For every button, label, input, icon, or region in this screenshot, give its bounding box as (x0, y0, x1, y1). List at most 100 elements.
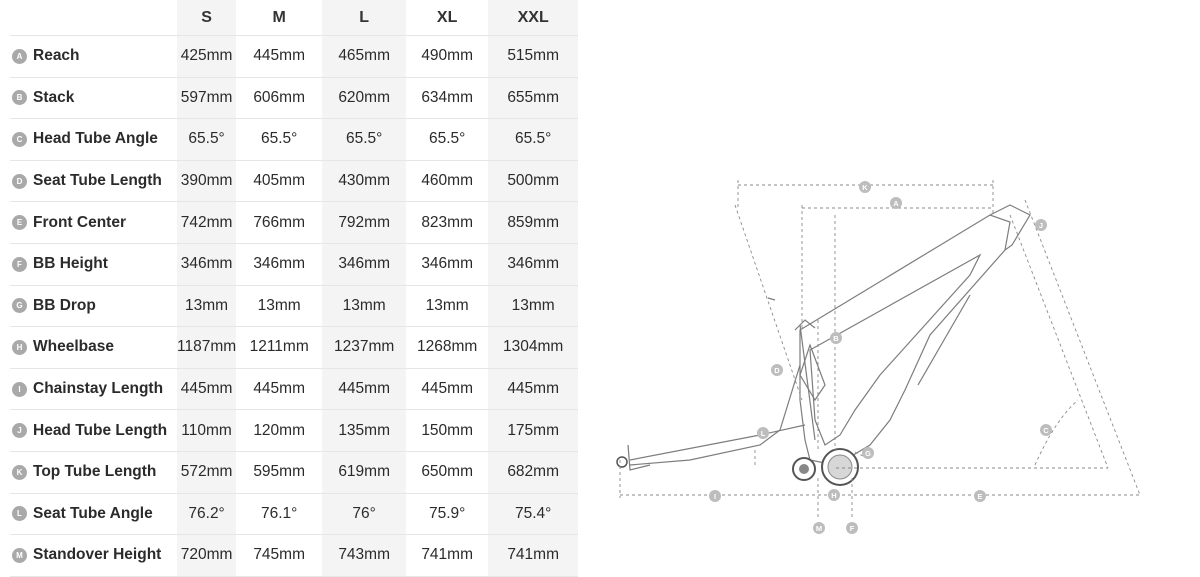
value-cell-xl: 346mm (406, 242, 489, 286)
value-cell-s: 425mm (177, 35, 237, 78)
dimension-label: Seat Tube Angle (33, 504, 153, 522)
value-cell-xl: 490mm (406, 35, 489, 78)
marker-letter: G (865, 449, 871, 458)
marker-circle (890, 197, 902, 209)
value-cell-xxl: 1304mm (488, 326, 579, 369)
marker-circle (1040, 424, 1052, 436)
dimension-label: Head Tube Length (33, 421, 168, 439)
value-cell-xxl: 65.5° (488, 118, 579, 161)
row-label: D Seat Tube Length (10, 172, 177, 190)
value-cell-xxl: 515mm (488, 35, 579, 78)
value-cell-xl: 150mm (406, 409, 489, 452)
dimension-letter-badge: H (12, 339, 27, 355)
value-cell-m: 346mm (236, 242, 323, 286)
marker-circle (757, 427, 769, 439)
marker-circle (813, 522, 825, 534)
value-cell-m: 745mm (236, 534, 323, 577)
dimension-letter-badge: B (12, 90, 27, 106)
value-cell-xxl: 175mm (488, 409, 579, 452)
marker-letter: F (850, 524, 855, 533)
diagram-marker: L (757, 427, 769, 439)
value-cell-xl: 445mm (406, 367, 489, 410)
value-cell-m: 13mm (236, 284, 323, 327)
dimension-letter-badge: D (12, 173, 27, 189)
value-cell-l: 430mm (322, 159, 407, 202)
marker-circle (771, 364, 783, 376)
size-header-l: L (322, 0, 407, 36)
size-header-xxl: XXL (488, 0, 579, 36)
value-cell-s: 346mm (177, 242, 237, 286)
value-cell-s: 76.2° (177, 492, 237, 535)
value-cell-s: 597mm (177, 76, 237, 119)
marker-letter: E (977, 492, 982, 501)
value-cell-xxl: 75.4° (488, 492, 579, 535)
value-cell-l: 465mm (322, 35, 407, 78)
marker-letter: C (1043, 426, 1049, 435)
marker-letter: B (833, 334, 839, 343)
value-cell-l: 135mm (322, 409, 407, 452)
value-cell-m: 65.5° (236, 118, 323, 161)
size-header-s: S (177, 0, 237, 36)
value-cell-s: 445mm (177, 367, 237, 410)
diagram-marker: G (862, 447, 874, 459)
value-cell-xl: 823mm (406, 201, 489, 244)
marker-circle (862, 447, 874, 459)
dimension-label: Head Tube Angle (33, 130, 158, 148)
motor-unit (616, 448, 859, 486)
value-cell-s: 1187mm (177, 326, 237, 369)
dimension-letter-badge: J (12, 423, 27, 439)
marker-letter: L (761, 429, 766, 438)
value-cell-m: 76.1° (236, 492, 323, 535)
marker-circle (830, 332, 842, 344)
diagram-marker: A (890, 197, 902, 209)
value-cell-xl: 1268mm (406, 326, 489, 369)
value-cell-l: 76° (322, 492, 407, 535)
value-cell-xl: 13mm (406, 284, 489, 327)
value-cell-m: 766mm (236, 201, 323, 244)
dimension-letter-badge: I (12, 381, 27, 397)
dimension-letter-badge: G (12, 298, 27, 314)
row-label-cell: J Head Tube Length (10, 409, 177, 452)
marker-letter: D (774, 366, 780, 375)
dimension-letter-badge: L (12, 506, 27, 522)
dimension-label: BB Height (33, 255, 108, 273)
diagram-marker: E (974, 490, 986, 502)
value-cell-s: 110mm (177, 409, 237, 452)
value-cell-xxl: 655mm (488, 76, 579, 119)
dimension-label: Seat Tube Length (33, 172, 162, 190)
value-cell-xl: 634mm (406, 76, 489, 119)
marker-circle (974, 490, 986, 502)
dimension-letter-badge: M (12, 547, 27, 563)
value-cell-l: 13mm (322, 284, 407, 327)
value-cell-xl: 741mm (406, 534, 489, 577)
row-label-cell: D Seat Tube Length (10, 159, 177, 202)
value-cell-s: 13mm (177, 284, 237, 327)
marker-letter: J (1039, 221, 1043, 230)
value-cell-m: 595mm (236, 450, 323, 494)
value-cell-s: 390mm (177, 159, 237, 202)
value-cell-m: 445mm (236, 35, 323, 78)
diagram-marker: B (830, 332, 842, 344)
dimension-letter-badge: E (12, 215, 27, 231)
marker-circle (709, 490, 721, 502)
